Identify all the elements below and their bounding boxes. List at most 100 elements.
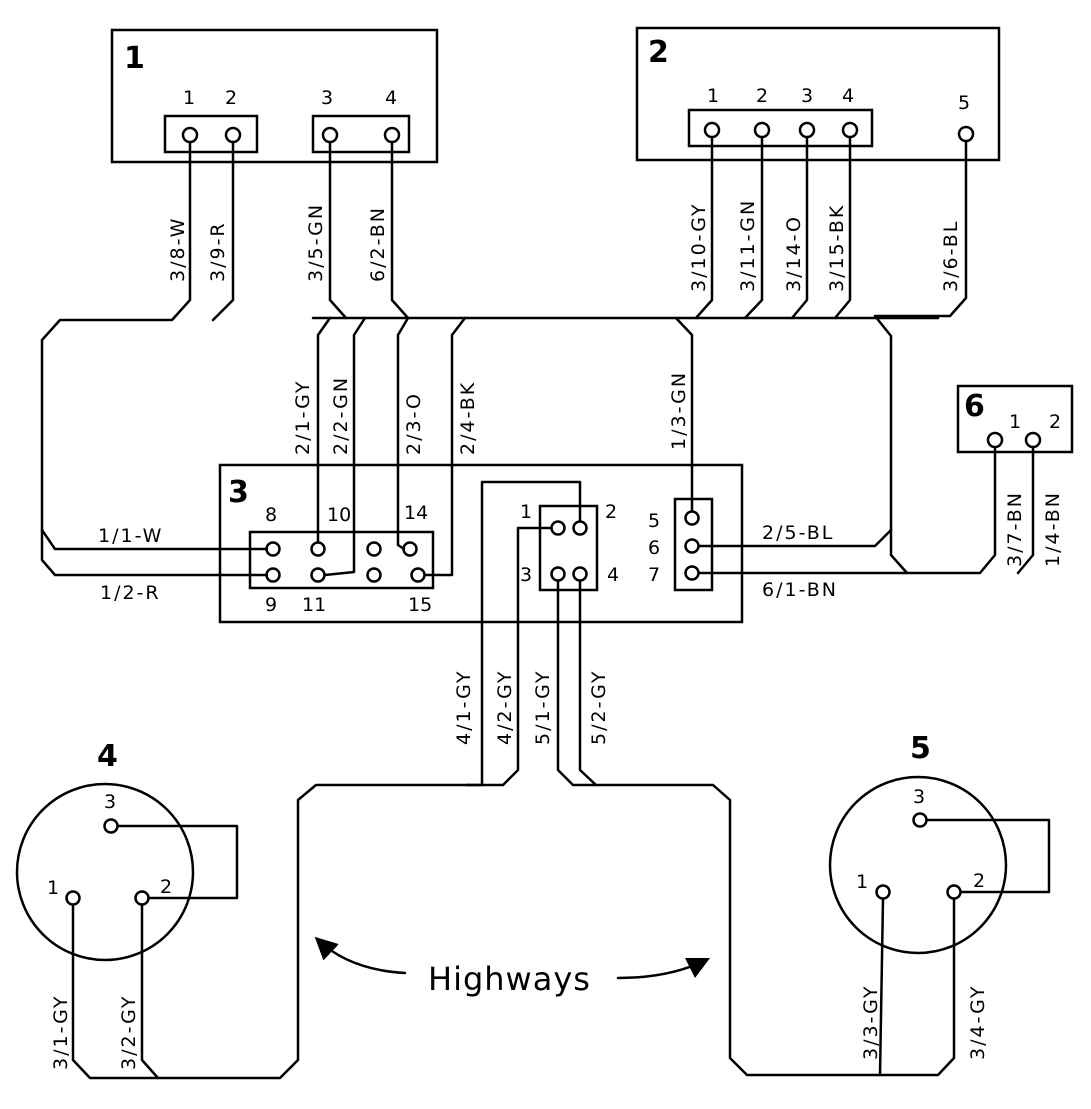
- wire-route-1-3-GN: [674, 316, 694, 513]
- component-4-terminal-2-pin: [134, 890, 150, 906]
- component-3-terminal-8-label: 8: [265, 504, 277, 526]
- component-2-terminal-4-pin: [841, 121, 859, 139]
- component-3-terminal-13-pin: [366, 567, 382, 583]
- component-3-terminal-15-label: 15: [408, 594, 432, 616]
- wire-route-6-1-BN: [697, 528, 909, 575]
- wire-route-2-4-BK: [423, 316, 467, 577]
- component-1-number: 1: [124, 41, 145, 76]
- component-3: 3 8 10 14 9 11 15 1 2 3 4 5 6 7: [218, 463, 744, 624]
- wire-route-2-2-GN: [323, 316, 367, 577]
- component-3-terminal-2-pin: [572, 520, 588, 536]
- wire-route-1-4-BN: [1016, 445, 1035, 575]
- highways-arrow-left: [314, 936, 407, 975]
- component-3-terminal-6-label: 6: [648, 537, 660, 559]
- component-4-housing: [15, 782, 195, 962]
- wire-label-4-1-GY: 4/1-GY: [453, 669, 475, 745]
- component-5-terminal-3-label: 3: [913, 786, 925, 808]
- component-3-terminal-1-label: 1: [520, 501, 532, 523]
- component-1-terminal-1-label: 1: [183, 87, 195, 109]
- component-5-terminal-3-pin: [912, 812, 928, 828]
- wire-label-2-4-BK: 2/4-BK: [457, 381, 479, 455]
- wire-label-5-2-GY: 5/2-GY: [588, 669, 610, 745]
- wire-route-3-5-GN: [328, 140, 348, 320]
- component-4-terminal-3-label: 3: [104, 791, 116, 813]
- component-3-number: 3: [228, 475, 249, 510]
- component-6-number: 6: [964, 389, 985, 424]
- wire-route-3-4-GY: [878, 897, 956, 1077]
- wire-label-2-1-GY: 2/1-GY: [292, 379, 314, 455]
- wire-label-3-9-R: 3/9-R: [207, 221, 229, 282]
- wire-route-6-2-BN: [390, 140, 410, 320]
- component-2-terminal-5-pin: [957, 125, 975, 143]
- wire-route-3-6-BL: [873, 139, 968, 338]
- wire-route-3-15-BK: [833, 135, 852, 320]
- component-6-terminal-2-pin: [1024, 431, 1042, 449]
- component-3-terminal-11-label: 11: [302, 594, 326, 616]
- component-3-terminal-5-label: 5: [648, 510, 660, 532]
- component-3-terminal-4-label: 4: [607, 564, 619, 586]
- component-3-terminal-15-pin: [410, 567, 426, 583]
- component-1-housing: [110, 28, 439, 164]
- component-5-terminal-2-pin: [946, 884, 962, 900]
- component-3-terminal-7-label: 7: [648, 564, 660, 586]
- component-2-connector: [687, 108, 874, 148]
- component-4-terminal-1-pin: [65, 890, 81, 906]
- wire-label-2-2-GN: 2/2-GN: [330, 376, 352, 455]
- component-1-terminal-4-pin: [383, 126, 401, 144]
- wire-route-3-7-BN: [905, 445, 997, 575]
- component-4-terminal-3-pin: [103, 818, 119, 834]
- wire-label-3-10-GY: 3/10-GY: [688, 202, 710, 292]
- wire-label-3-11-GN: 3/11-GN: [737, 199, 759, 292]
- wire-route-3-1-GY: [71, 903, 160, 1080]
- component-2-terminal-2-label: 2: [756, 85, 768, 107]
- component-5-terminal-1-pin: [875, 884, 891, 900]
- wire-label-2-3-O: 2/3-O: [403, 392, 425, 455]
- component-6-terminal-2-label: 2: [1049, 411, 1061, 433]
- wire-label-1-3-GN: 1/3-GN: [668, 371, 690, 450]
- component-3-terminal-1-pin: [550, 520, 566, 536]
- component-4-jumper-3-2: [115, 824, 239, 900]
- component-4: 4 3 1 2: [15, 739, 239, 962]
- component-4-terminal-1-label: 1: [47, 877, 59, 899]
- component-3-connector-right: [673, 497, 714, 592]
- component-1-terminal-4-label: 4: [385, 87, 397, 109]
- wire-label-3-5-GN: 3/5-GN: [305, 203, 327, 282]
- wire-label-3-15-BK: 3/15-BK: [826, 204, 848, 292]
- component-3-connector-center: [538, 504, 599, 592]
- wire-route-3-11-GN: [743, 135, 764, 320]
- component-3-terminal-3-pin: [550, 566, 566, 582]
- component-4-terminal-2-label: 2: [160, 876, 172, 898]
- component-1-terminal-3-label: 3: [321, 87, 333, 109]
- wire-label-6-1-BN: 6/1-BN: [762, 579, 838, 601]
- wire-route-2-1-GY: [316, 316, 332, 544]
- component-3-terminal-8-pin: [265, 541, 281, 557]
- component-6: 6 1 2: [956, 384, 1074, 454]
- component-2-terminal-1-label: 1: [707, 85, 719, 107]
- component-5-jumper-3-2: [925, 818, 1051, 894]
- wire-route-3-9-R: [211, 140, 235, 322]
- component-3-terminal-10-pin: [310, 541, 326, 557]
- component-6-terminal-1-pin: [986, 431, 1004, 449]
- wire-label-2-5-BL: 2/5-BL: [762, 522, 834, 544]
- component-5-housing: [828, 775, 1008, 955]
- component-2-terminal-2-pin: [753, 121, 771, 139]
- component-3-terminal-14-pin: [402, 541, 418, 557]
- component-1: 1 1 2 3 4: [110, 28, 439, 164]
- component-2-terminal-3-pin: [798, 121, 816, 139]
- component-3-terminal-14-label: 14: [404, 502, 428, 524]
- highways-annotation: Highways: [314, 936, 711, 998]
- wire-route-4-1-GY: [140, 783, 469, 1080]
- component-3-terminal-11-pin: [310, 567, 326, 583]
- wire-route-center-1: [501, 526, 553, 787]
- wire-label-6-2-BN: 6/2-BN: [367, 206, 389, 282]
- component-3-terminal-4-pin: [572, 566, 588, 582]
- component-2-terminal-3-label: 3: [801, 85, 813, 107]
- component-1-terminal-2-label: 2: [225, 87, 237, 109]
- component-2: 2 1 2 3 4 5: [635, 26, 1001, 162]
- wire-label-3-1-GY: 3/1-GY: [50, 994, 72, 1070]
- wire-label-3-7-BN: 3/7-BN: [1004, 491, 1026, 567]
- wire-label-4-2-GY: 4/2-GY: [494, 669, 516, 745]
- component-3-terminal-5-pin: [684, 510, 700, 526]
- component-3-terminal-12-pin: [366, 541, 382, 557]
